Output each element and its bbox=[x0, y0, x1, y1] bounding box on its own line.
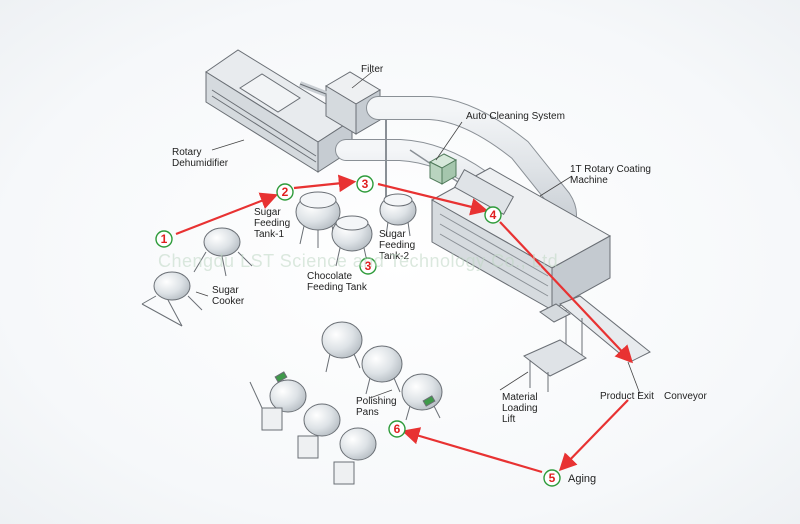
arrow-3-to-4 bbox=[377, 182, 489, 216]
step-marker-4: 4 bbox=[484, 206, 502, 224]
chocolate-feeding-tank bbox=[331, 215, 373, 267]
filter-label: Filter bbox=[361, 64, 384, 75]
conveyor-label: Conveyor bbox=[664, 391, 707, 402]
arrow-2-to-3 bbox=[293, 174, 357, 193]
step-marker-2: 2 bbox=[276, 183, 294, 201]
coating-pans-upper bbox=[321, 321, 443, 421]
sugar-cooker-2 bbox=[141, 271, 203, 327]
auto-cleaning-label: Auto Cleaning System bbox=[466, 111, 565, 122]
conveyor-lift bbox=[523, 295, 651, 392]
step-marker-6: 6 bbox=[388, 420, 406, 438]
arrow-5-to-6 bbox=[401, 427, 543, 474]
step-marker-5: 5 bbox=[543, 469, 561, 487]
polishing-pans-lower bbox=[249, 371, 377, 485]
rotary-dehumidifier bbox=[205, 49, 353, 173]
leader-lines bbox=[195, 71, 641, 399]
product-exit-label: Product Exit bbox=[600, 391, 654, 402]
flow-arrows bbox=[175, 174, 634, 474]
sugar-feeding-tank-2 bbox=[379, 193, 417, 237]
auto-cleaning-cabinet bbox=[428, 153, 458, 185]
sugar-cooker-1 bbox=[193, 227, 253, 277]
aging-label: Aging bbox=[568, 473, 597, 485]
step-marker-1: 1 bbox=[155, 230, 173, 248]
sugar-feeding-tank-1 bbox=[295, 191, 341, 248]
arrow-1-to-2 bbox=[175, 192, 279, 236]
arrow-4-to-exit bbox=[499, 221, 634, 364]
step-marker-3b: 3 bbox=[359, 257, 377, 275]
arrow-exit-to-5 bbox=[558, 399, 629, 472]
rotary-coating-machine bbox=[430, 167, 612, 311]
step-marker-3a: 3 bbox=[356, 175, 374, 193]
watermark-text: Chengdu LST Science and Technology Co., … bbox=[158, 251, 564, 271]
